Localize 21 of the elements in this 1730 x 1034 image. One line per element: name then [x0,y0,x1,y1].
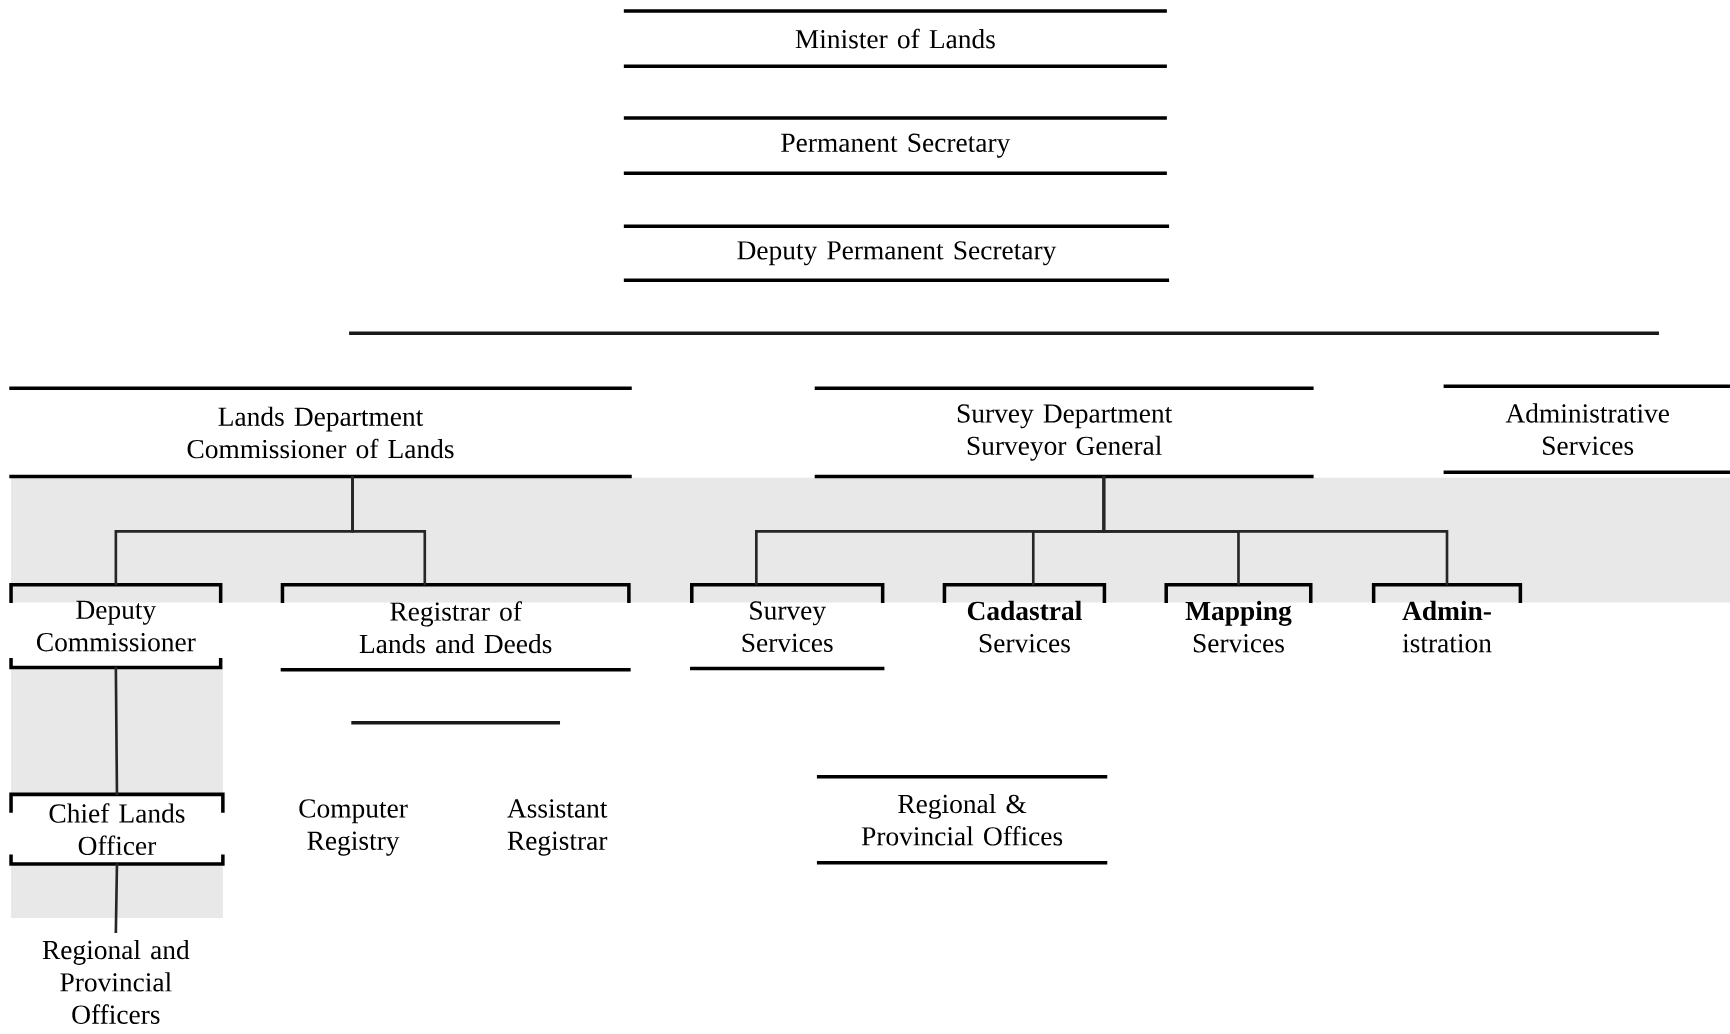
org-box: Minister of Lands [623,9,1167,69]
org-label: Regional and Provincial Officers [42,940,190,1025]
org-box: Admin-istration [1371,583,1523,653]
org-box: Cadastral Services [942,583,1107,653]
connector-line [1102,476,1449,586]
org-box: Mapping Services [1164,583,1313,653]
org-box: Registrar of Lands and Deeds [280,583,631,672]
org-box: Survey Services [690,583,885,671]
connector-line [114,863,119,933]
connector-line [114,667,119,796]
org-box: Chief Lands Officer [9,792,225,866]
org-label: Computer Registry [299,799,408,856]
org-box: Administrative Services [1443,384,1730,475]
connector-line [351,476,427,586]
org-box: Regional & Provincial Offices [816,775,1108,865]
org-box: Deputy Commissioner [9,583,223,670]
org-box: Permanent Secretary [623,116,1167,176]
org-box: Deputy Permanent Secretary [623,224,1170,283]
org-box: Lands Department Commissioner of Lands [9,386,632,479]
org-label: Assistant Registrar [507,799,608,856]
org-box: Survey Department Surveyor General [814,386,1314,479]
